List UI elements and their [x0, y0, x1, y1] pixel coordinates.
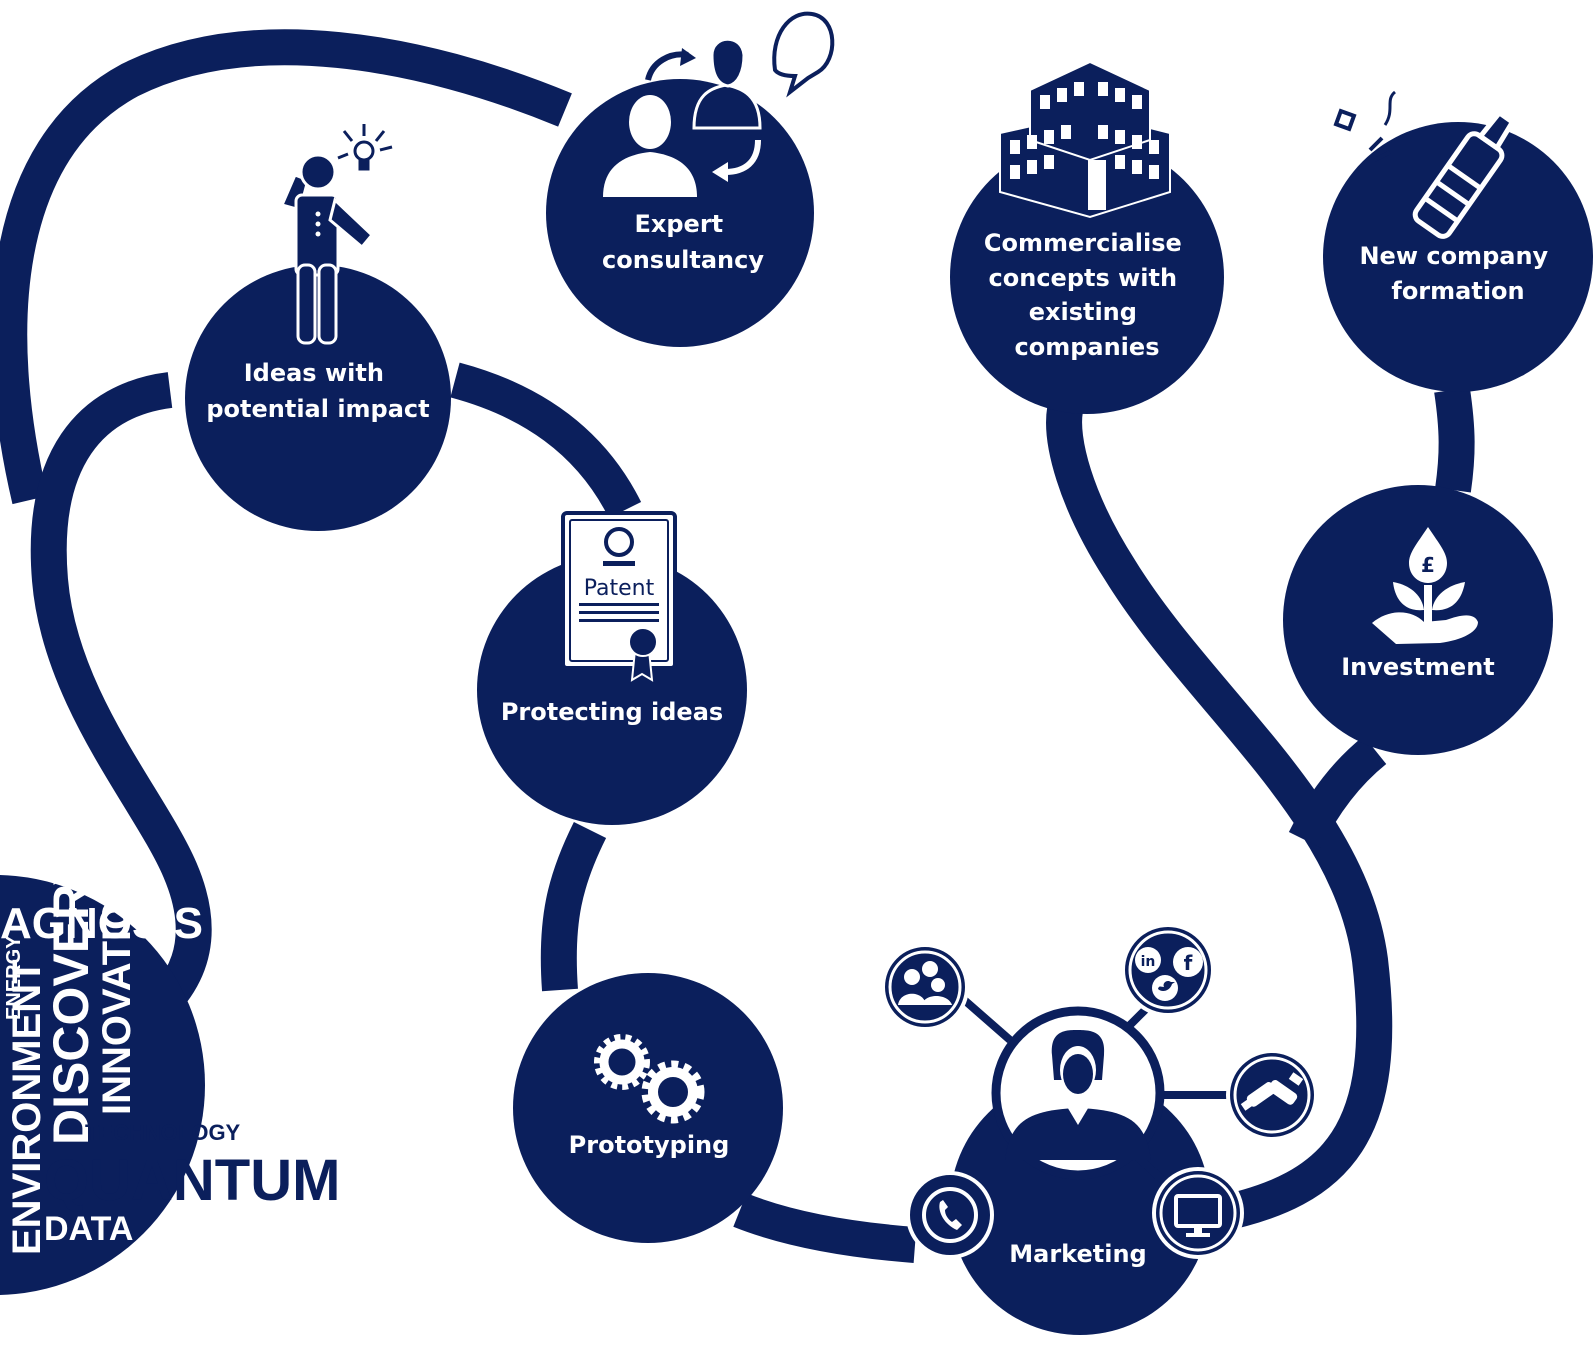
- word-data: DATA: [44, 1210, 133, 1248]
- node-consultancy: [546, 79, 814, 347]
- patent-certificate-icon: Patent: [561, 511, 677, 682]
- gears-icon: [594, 1034, 705, 1124]
- node-ideas: [185, 265, 451, 531]
- word-energy: ENERGY: [3, 935, 25, 1020]
- handshake-icon: [1226, 1049, 1318, 1141]
- word-discovery: DISCOVERY: [43, 852, 99, 1145]
- node-new-company: [1323, 122, 1593, 392]
- commercialise-label: Commercialise concepts with existing com…: [984, 229, 1190, 361]
- path-proto-to-marketing: [733, 1193, 917, 1263]
- phone-icon: [906, 1171, 994, 1259]
- word-technology: TECHNOLOGY: [85, 1120, 241, 1145]
- path-investment-to-newco: [1434, 387, 1475, 493]
- node-labels: Ideas with potential impact Expert consu…: [206, 210, 1556, 1268]
- people-group-icon: [881, 943, 969, 1031]
- word-innovation: INNOVATION: [95, 870, 139, 1115]
- connector-paths: [0, 29, 1475, 1263]
- marketing-label: Marketing: [1009, 1240, 1146, 1268]
- new-company-label: New company formation: [1359, 242, 1556, 305]
- word-cloud-circle: [0, 875, 205, 1295]
- path-investment-branch: [1288, 735, 1387, 849]
- word-environment: ENVIRONMENT: [5, 959, 49, 1255]
- champagne-bottle-icon: [1333, 90, 1516, 239]
- hand-plant-pound-icon: £: [1372, 527, 1478, 644]
- social-media-icon: in f: [1121, 923, 1215, 1017]
- businesswoman-network-icon: [927, 966, 1250, 1218]
- path-protect-to-proto: [540, 821, 607, 992]
- path-outer-loop: [0, 29, 572, 505]
- ideas-label: Ideas with potential impact: [206, 359, 429, 423]
- word-agnosis: AGNOSIS: [0, 899, 203, 948]
- protecting-label: Protecting ideas: [501, 698, 723, 726]
- patent-icon-label: Patent: [584, 576, 655, 601]
- node-commercialise: [950, 140, 1224, 414]
- thinking-person-lightbulb-icon: [279, 124, 393, 345]
- facebook-icon: [1173, 947, 1203, 977]
- pound-symbol: £: [1421, 553, 1435, 577]
- prototyping-label: Prototyping: [569, 1131, 730, 1159]
- monitor-icon: [1152, 1167, 1244, 1259]
- node-protecting: [477, 555, 747, 825]
- word-cloud: AGNOSIS ENERGY ENVIRONMENT DISCOVERY INN…: [0, 852, 340, 1295]
- word-quantum: QUANTUM: [44, 1148, 340, 1213]
- office-building-icon: [999, 60, 1171, 219]
- svg-text:f: f: [1184, 951, 1193, 975]
- consultancy-label: Expert consultancy: [602, 210, 764, 274]
- two-people-speech-bubble-icon: [603, 11, 835, 197]
- investment-label: Investment: [1341, 653, 1495, 681]
- svg-text:in: in: [1141, 954, 1156, 970]
- linkedin-icon: [1135, 947, 1161, 973]
- path-left-loop: [30, 372, 212, 1045]
- path-ideas-to-protect: [450, 362, 642, 519]
